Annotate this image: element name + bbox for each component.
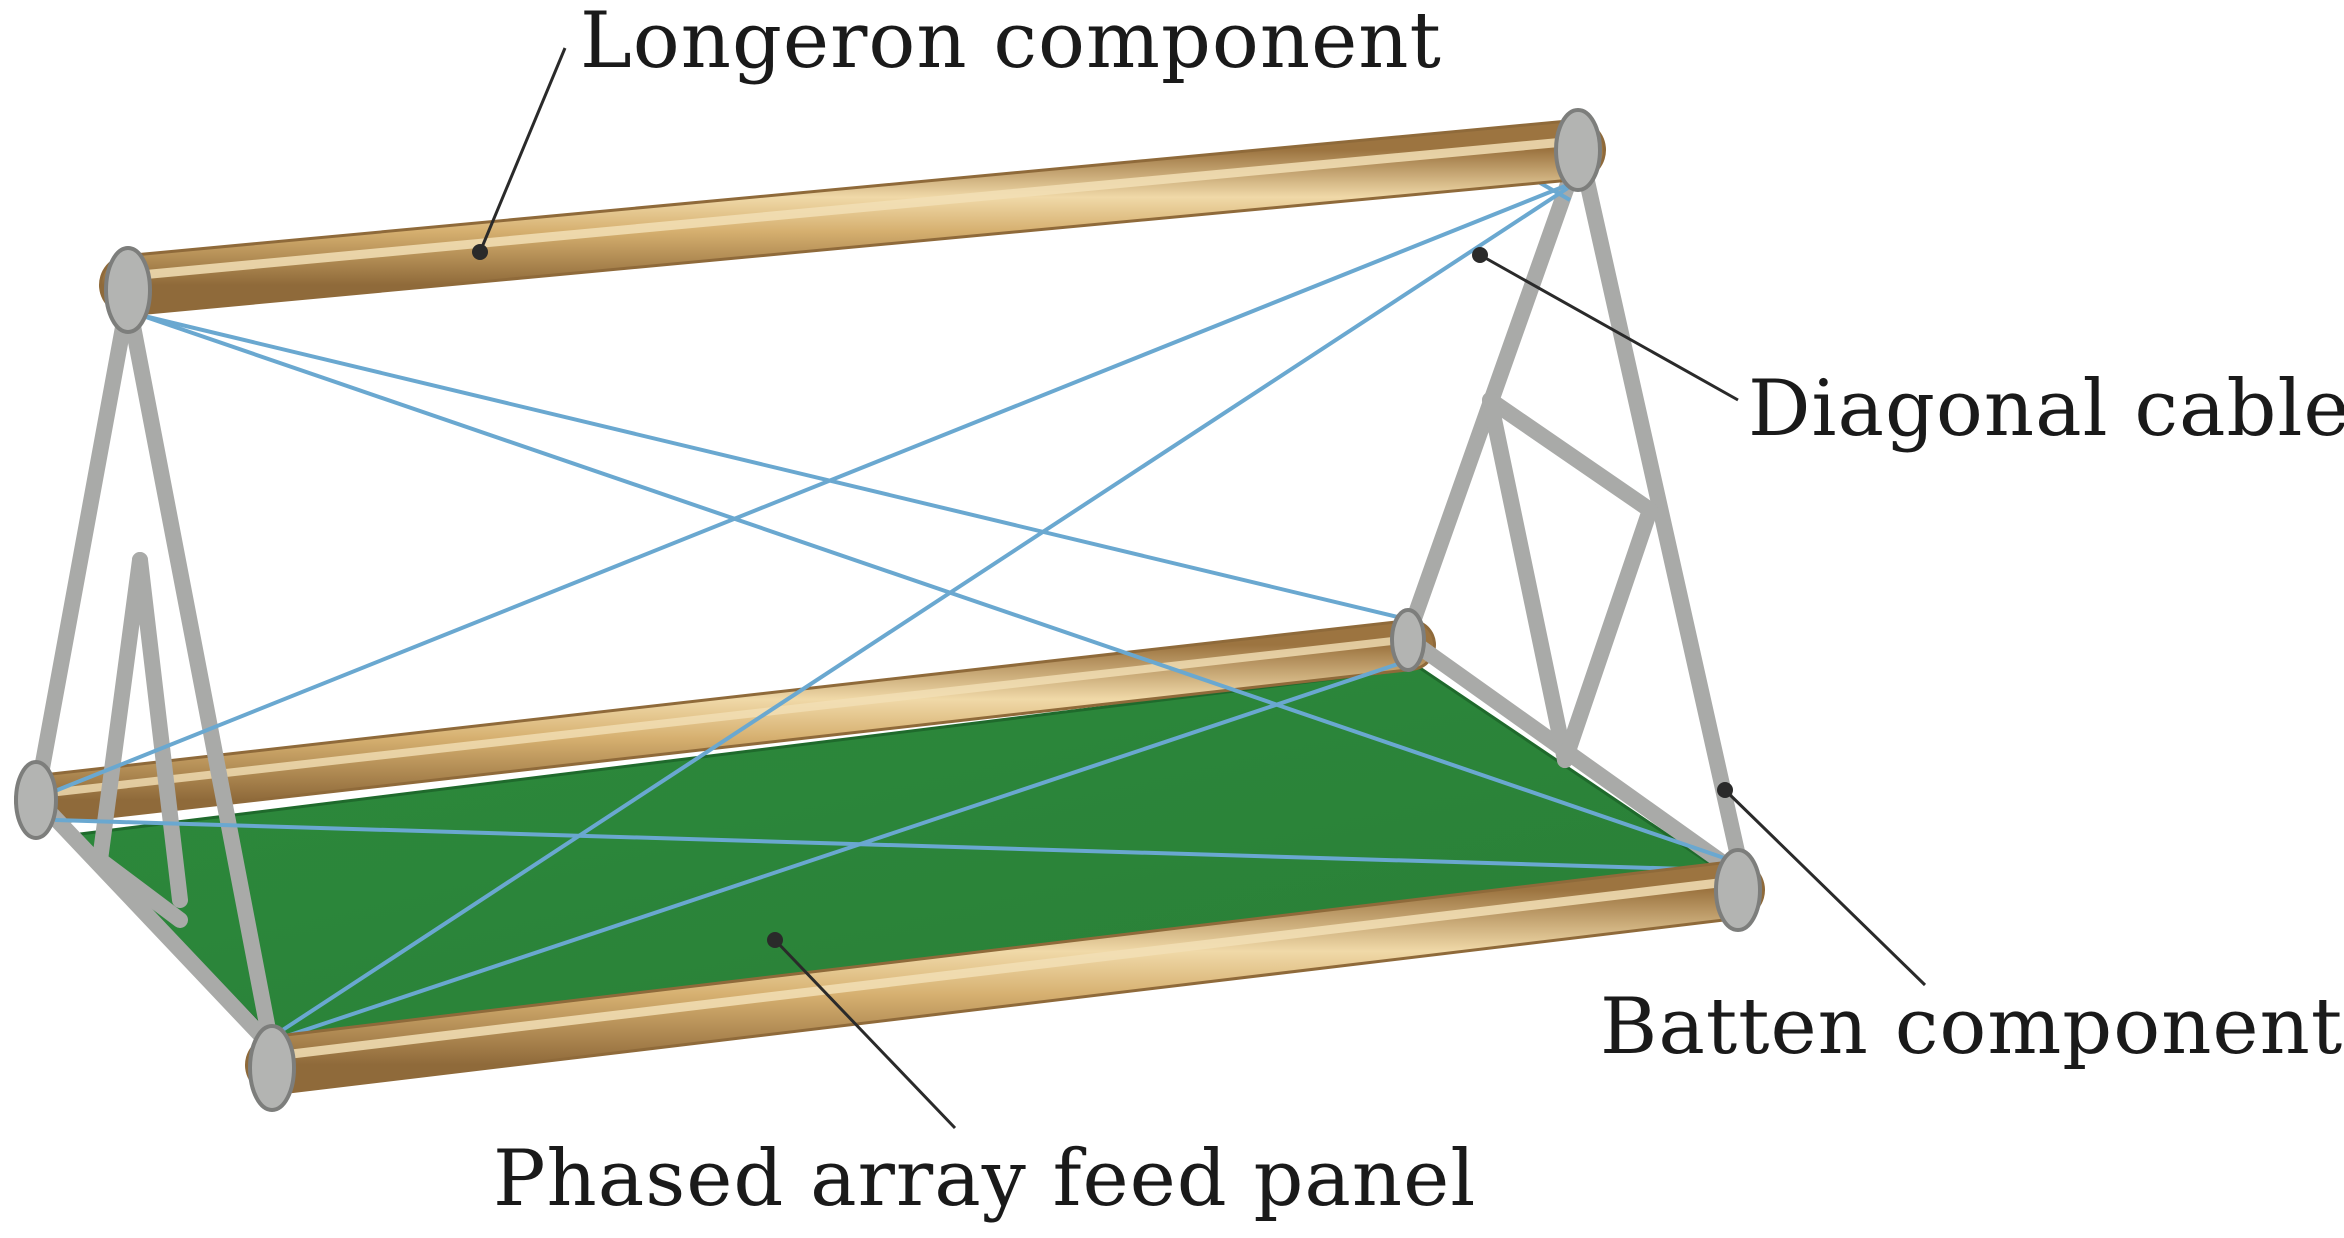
front-bottom-longeron bbox=[245, 860, 1765, 1095]
left-batten-frame bbox=[30, 292, 278, 1053]
label-phased-array-feed-panel: Phased array feed panel bbox=[493, 1134, 1477, 1224]
diagonal-cables bbox=[44, 158, 1731, 1042]
label-longeron-component: Longeron component bbox=[580, 0, 1442, 86]
dot-longeron bbox=[472, 244, 488, 260]
dot-panel bbox=[767, 932, 783, 948]
dot-batten bbox=[1717, 782, 1733, 798]
leader-panel bbox=[773, 938, 957, 1130]
leader-batten bbox=[1723, 788, 1927, 987]
label-diagonal-cable: Diagonal cable bbox=[1748, 364, 2344, 454]
leader-diagonal bbox=[1479, 253, 1739, 402]
right-batten-frame bbox=[1402, 142, 1748, 883]
joint-caps bbox=[14, 108, 1762, 1112]
leader-dots bbox=[472, 244, 1733, 948]
label-batten-component: Batten component bbox=[1600, 982, 2344, 1072]
leader-lines bbox=[478, 47, 1927, 1130]
top-longeron bbox=[99, 119, 1606, 316]
leader-longeron bbox=[478, 47, 567, 253]
dot-diagonal bbox=[1472, 247, 1488, 263]
